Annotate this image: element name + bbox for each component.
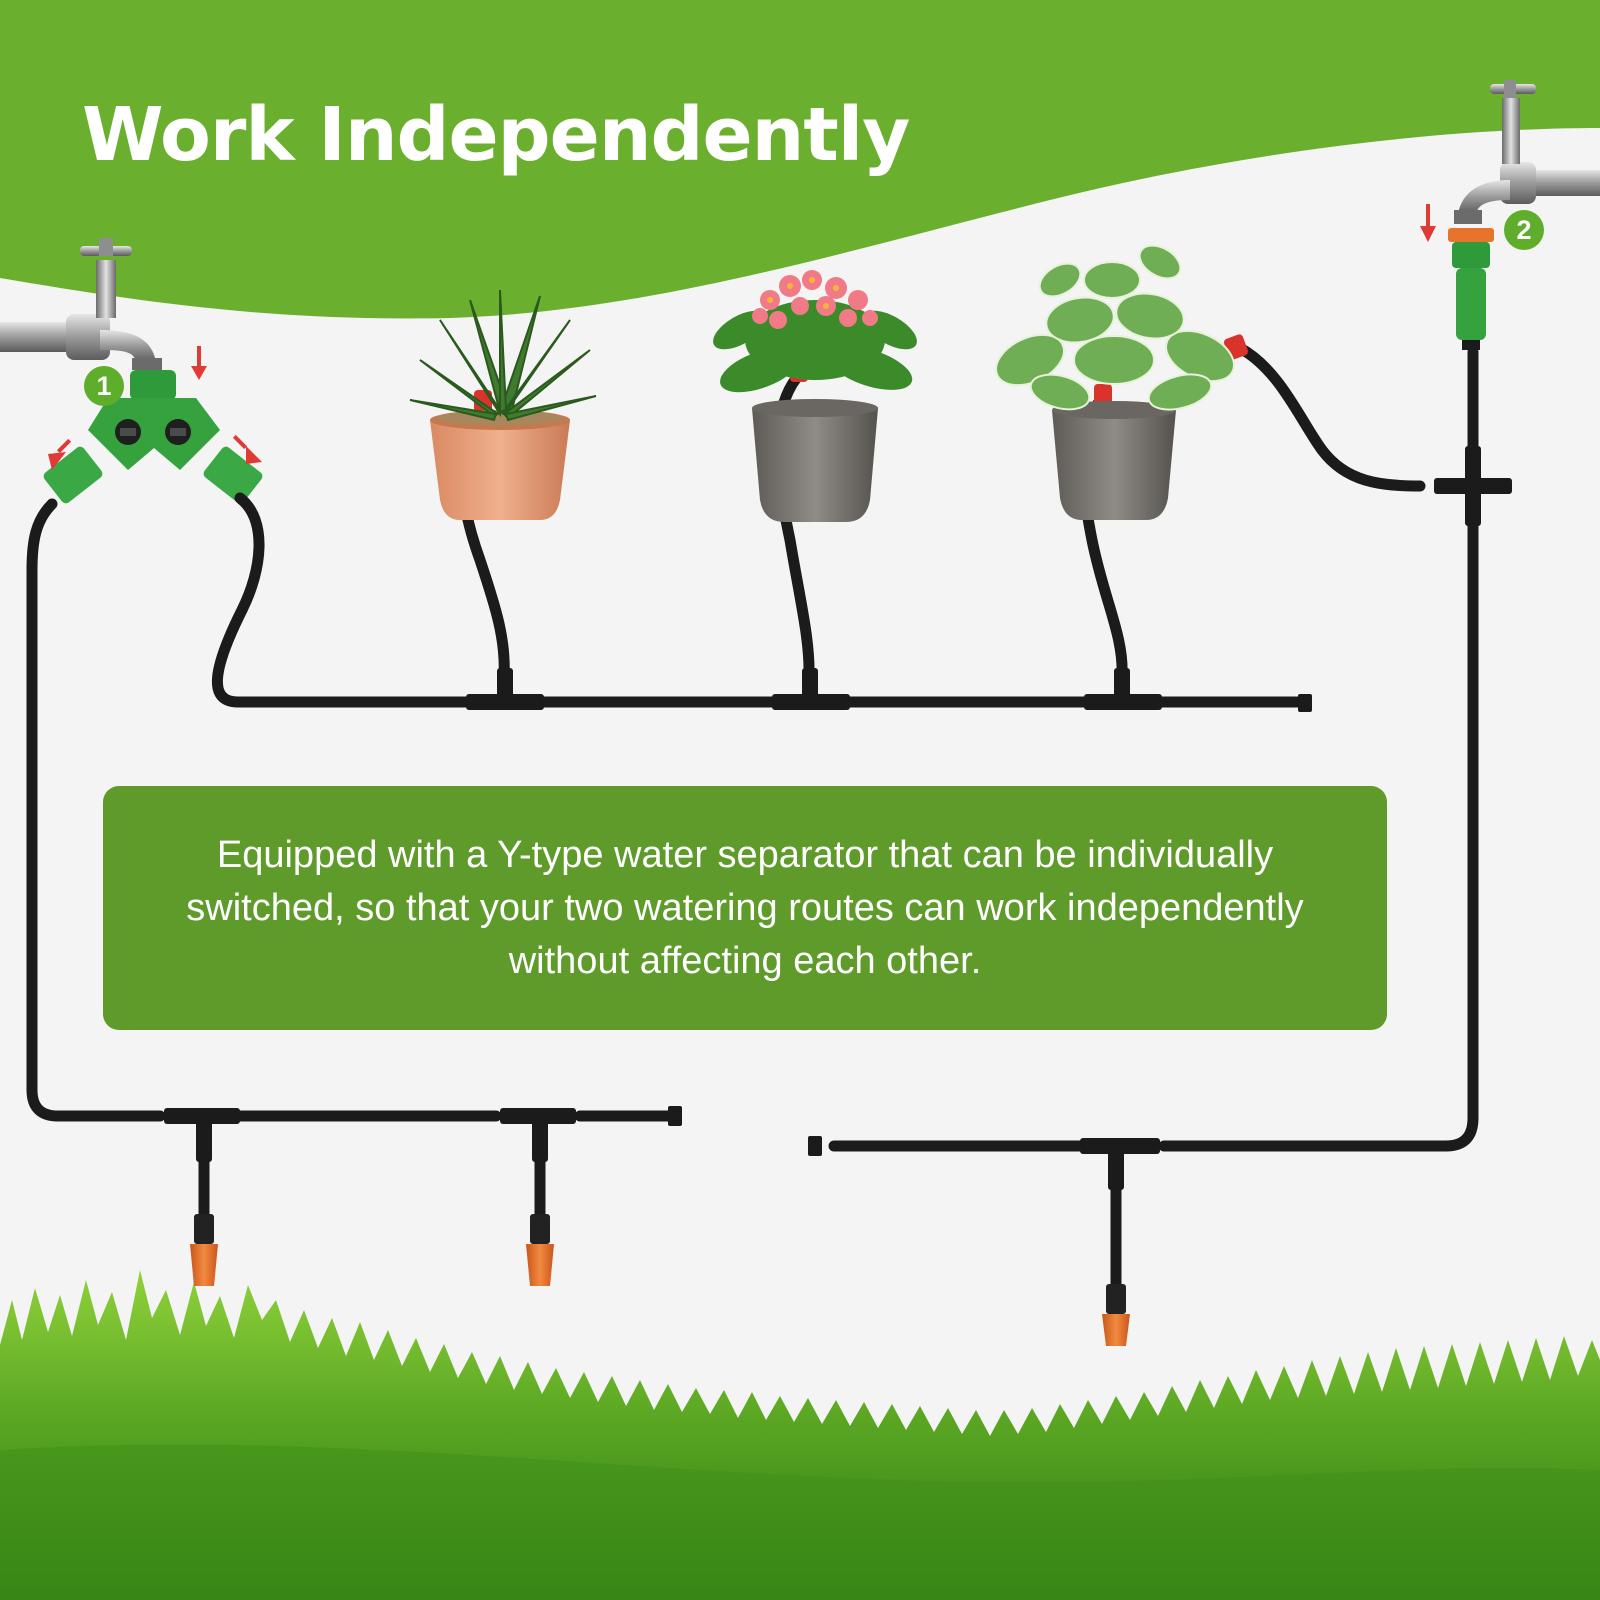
tap-connector xyxy=(1448,228,1494,350)
description-box: Equipped with a Y-type water separator t… xyxy=(103,786,1387,1030)
kalanchoe-plant xyxy=(713,270,917,522)
faucet-1 xyxy=(0,238,162,370)
y-splitter xyxy=(43,370,263,504)
tubing xyxy=(26,342,1479,1290)
grass xyxy=(0,1270,1600,1600)
faucet-2 xyxy=(1454,80,1600,224)
aloe-plant xyxy=(409,289,597,520)
description-text: Equipped with a Y-type water separator t… xyxy=(186,833,1304,982)
step-badge-1: 1 xyxy=(84,366,124,406)
step-badge-2: 2 xyxy=(1504,210,1544,250)
header-banner xyxy=(0,0,1600,319)
tee-fittings xyxy=(164,446,1512,1190)
page-title: Work Independently xyxy=(82,92,910,178)
fittonia-plant xyxy=(995,244,1235,520)
flow-arrows xyxy=(48,204,1436,470)
